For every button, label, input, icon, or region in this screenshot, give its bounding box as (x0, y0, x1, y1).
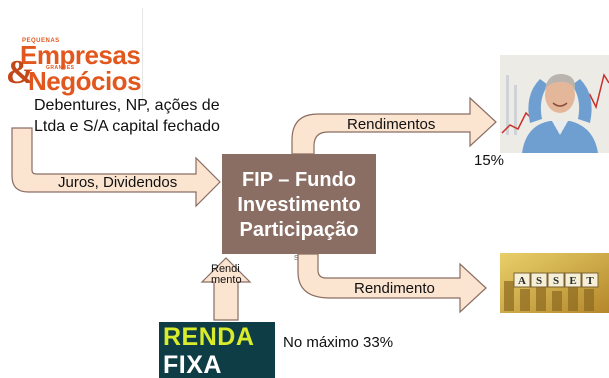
renda-up-arrow (200, 257, 252, 321)
rendimento-label: Rendimento (354, 280, 435, 297)
up-label-part2: mento (211, 274, 242, 286)
relaxed-man-image (500, 55, 609, 153)
asset-letter-2: S (536, 275, 542, 287)
logo-line2: Negócios (28, 66, 142, 96)
asset-letter-1: A (518, 275, 526, 287)
source-assets-text: Debentures, NP, ações de Ltda e S/A capi… (34, 97, 220, 135)
logo-tag-mid: GRANDES (46, 65, 75, 71)
renda-fixa-logo: RENDA FIXA (159, 322, 275, 378)
up-arrow-label: Rendi mento (211, 263, 242, 286)
renda-fixa-line1: RENDA (163, 323, 255, 351)
fip-box: FIP – Fundo Investimento Participação (222, 154, 376, 254)
fip-line1: FIP – Fundo (241, 168, 357, 191)
juros-arrow (11, 127, 221, 208)
max-33-label: No máximo 33% (283, 334, 394, 351)
rendimento-arrow (297, 253, 487, 314)
asset-letter-3: S (553, 275, 559, 287)
logo-ampersand: & (6, 54, 35, 91)
up-label-part1: Rendi (211, 263, 240, 275)
fip-line3: Participação (239, 218, 359, 241)
fip-mark: s (294, 252, 299, 262)
divider-line (142, 8, 143, 104)
rendimentos-label: Rendimentos (347, 116, 436, 133)
logo-tag-top: PEQUENAS (22, 38, 60, 44)
empresas-negocios-logo: PEQUENAS Empresas & GRANDES Negócios (6, 38, 142, 98)
asset-letter-4: E (569, 275, 576, 287)
asset-letter-5: T (586, 275, 594, 287)
fip-line2: Investimento (237, 193, 361, 216)
renda-fixa-line2: FIXA (163, 351, 222, 378)
asset-blocks-image: A S S E T (500, 253, 609, 313)
juros-label: Juros, Dividendos (58, 174, 178, 191)
logo-line1: Empresas (20, 40, 141, 70)
rendimentos-arrow (291, 96, 497, 155)
percent-15-label: 15% (474, 152, 505, 169)
